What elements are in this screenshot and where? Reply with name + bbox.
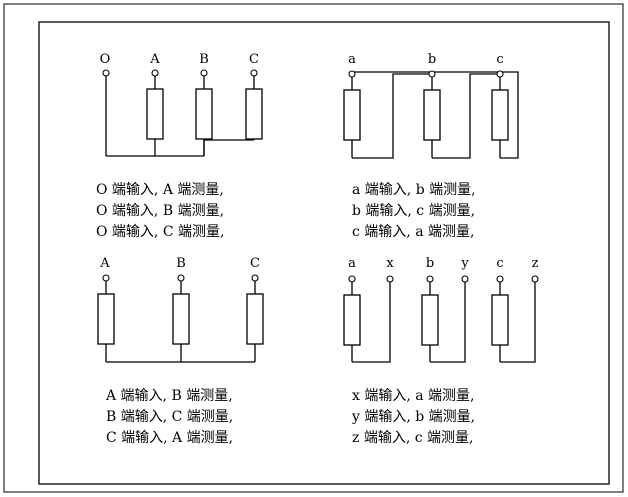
terminal-c [250,69,258,77]
winding-a [343,89,361,141]
diagram-bottom-left-star: A B C A 端输入, B 端测量, B 端输入, C 端测量, C 端输入,… [97,256,264,446]
terminal-label-a: a [348,256,356,271]
wire-c-to-bus [203,139,254,156]
winding-b [423,89,441,141]
terminal-label-x: x [386,256,394,271]
caption-line-2: y 端输入, b 端测量, [351,409,475,425]
terminal-label-c: C [250,256,260,271]
winding-b [195,88,213,140]
terminal-label-a: A [99,256,110,271]
winding-c [246,293,264,345]
caption-line-1: x 端输入, a 端测量, [352,388,475,404]
terminal-label-y: y [460,256,469,271]
terminal-c [496,70,504,78]
caption-line-3: C 端输入, A 端测量, [106,430,233,446]
caption-line-2: b 端输入, c 端测量, [352,203,475,219]
terminal-a [102,274,110,282]
wire-b-to-y [430,279,466,363]
winding-a [146,88,164,140]
wire-a-to-x [352,279,391,363]
caption-line-1: O 端输入, A 端测量, [96,182,224,198]
terminal-label-b: b [428,52,436,67]
winding-c [491,294,509,346]
terminal-label-z: z [532,256,539,271]
terminal-x [386,275,394,283]
terminal-a [348,275,356,283]
winding-c [491,89,509,141]
terminal-label-o: O [100,52,111,67]
wire-c-to-a [352,71,519,159]
terminal-o [102,69,110,77]
winding-b [172,293,190,345]
winding-c [245,88,263,140]
diagram-top-right-delta: a b c a 端输入, b 端测量, b 端输入, c 端测量, c 端输入,… [343,52,519,240]
terminal-b [428,70,436,78]
diagram-bottom-right-separate: a x b y c z x 端输入, a 端测量, y 端输入, b 端测量, … [343,256,539,446]
winding-b [421,294,439,346]
terminal-label-a: a [348,52,356,67]
terminal-c [496,275,504,283]
terminal-b [177,274,185,282]
wire-a-to-b [352,73,432,159]
terminal-a [151,69,159,77]
caption-line-3: c 端输入, a 端测量, [352,224,474,240]
terminal-y [461,275,469,283]
terminal-a [348,70,356,78]
caption-line-1: a 端输入, b 端测量, [352,182,476,198]
terminal-label-c: c [496,256,503,271]
winding-a [97,293,115,345]
terminal-label-c: c [496,52,503,67]
terminal-label-b: B [199,52,209,67]
terminal-b [426,275,434,283]
winding-a [343,294,361,346]
terminal-label-a: A [149,52,160,67]
terminal-label-c: C [249,52,259,67]
terminal-c [251,274,259,282]
inner-border [38,21,610,485]
caption-line-3: z 端输入, c 端测量, [352,430,473,446]
terminal-label-b: b [426,256,434,271]
terminal-b [200,69,208,77]
caption-line-3: O 端输入, C 端测量, [96,224,224,240]
caption-line-1: A 端输入, B 端测量, [105,388,233,404]
wire-c-to-z [500,279,536,363]
terminal-label-b: B [176,256,186,271]
diagram-top-left-star: O A B C O 端输入, A 端测量, O 端输入, B 端测量, O 端输… [96,52,263,240]
caption-line-2: O 端输入, B 端测量, [96,203,224,219]
caption-line-2: B 端输入, C 端测量, [106,409,233,425]
wire-b-to-c [432,73,500,159]
outer-border [3,3,624,493]
terminal-z [531,275,539,283]
